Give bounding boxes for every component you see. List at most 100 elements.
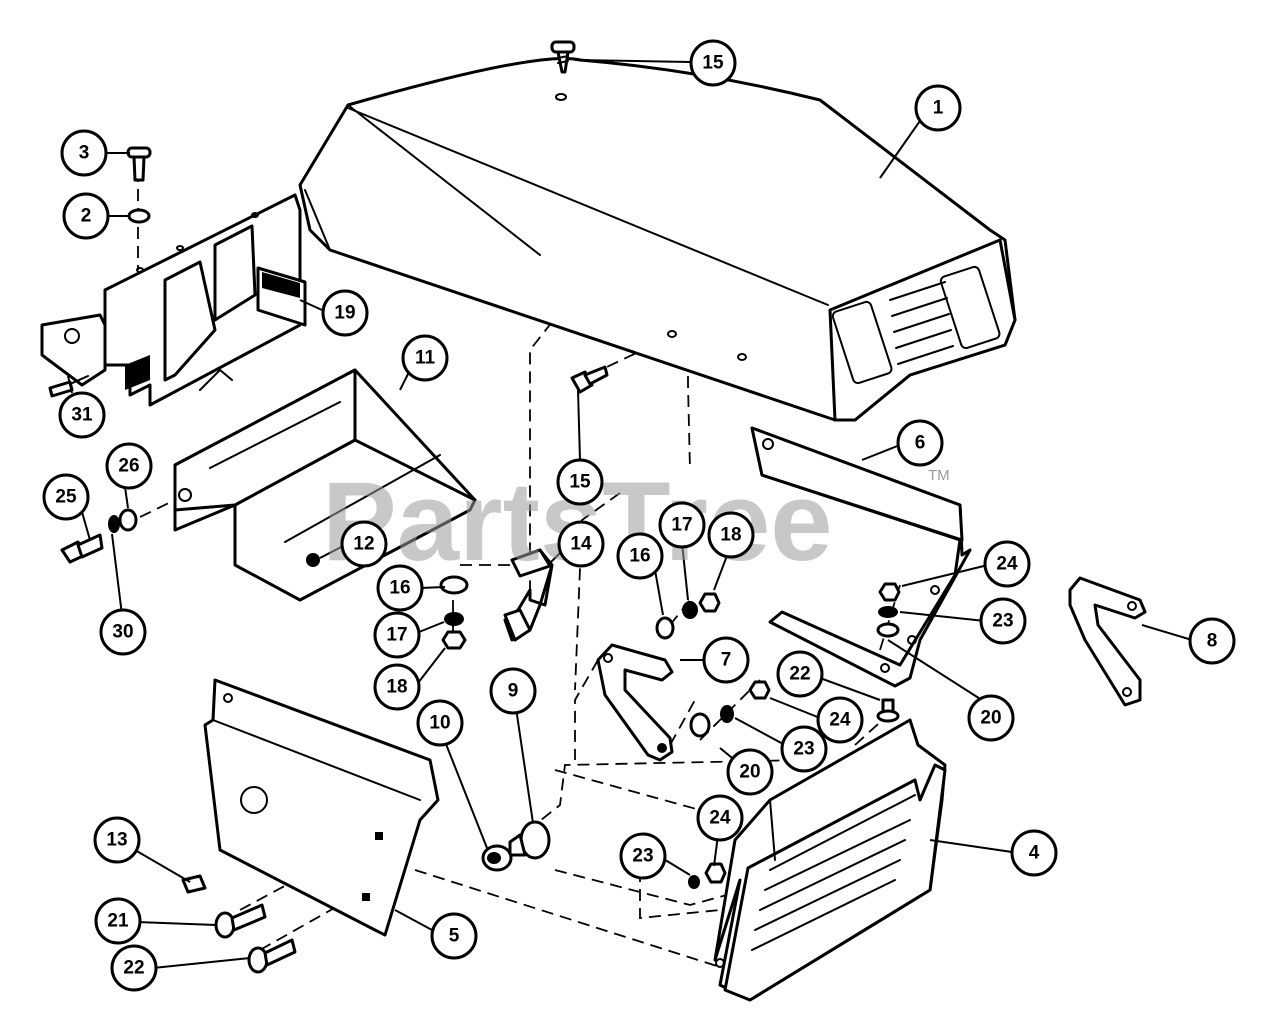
callout-20-mid: 20 (726, 748, 774, 796)
callout-2: 2 (62, 192, 110, 240)
callout-30: 30 (99, 608, 147, 656)
callout-9: 9 (489, 667, 537, 715)
callout-12: 12 (340, 520, 388, 568)
svg-text:26: 26 (118, 456, 139, 477)
svg-text:4: 4 (1029, 843, 1040, 864)
svg-text:11: 11 (415, 348, 436, 369)
svg-text:12: 12 (353, 534, 374, 555)
lock-washer-30 (108, 515, 120, 533)
callout-14: 14 (557, 520, 605, 568)
svg-text:17: 17 (386, 625, 407, 646)
callout-6: 6 (896, 419, 944, 467)
watermark-tm: TM (928, 467, 950, 484)
lock-washer-17-right (682, 601, 698, 619)
callout-22-lower: 22 (110, 944, 158, 992)
svg-text:20: 20 (739, 762, 760, 783)
callout-24-upper: 24 (983, 540, 1031, 588)
callout-24-lower: 24 (696, 794, 744, 842)
callout-15-lower: 15 (556, 458, 604, 506)
callout-25: 25 (42, 473, 90, 521)
left-bracket-assembly (40, 193, 307, 407)
lock-washer-23 (720, 705, 734, 723)
svg-text:23: 23 (992, 611, 1013, 632)
washer-2 (127, 208, 151, 224)
svg-text:24: 24 (996, 554, 1018, 575)
callout-23-lower: 23 (619, 832, 667, 880)
svg-text:3: 3 (79, 143, 90, 164)
callout-21: 21 (94, 897, 142, 945)
bracket-14 (503, 548, 554, 642)
washer-20 (689, 712, 711, 738)
callout-20-right: 20 (967, 694, 1015, 742)
svg-text:10: 10 (429, 713, 450, 734)
screw-15-top (550, 40, 576, 74)
screw-3 (126, 146, 152, 182)
callout-24-mid: 24 (816, 696, 864, 744)
callout-15-top: 15 (689, 39, 737, 87)
nut-24 (748, 680, 771, 700)
svg-text:16: 16 (389, 578, 410, 599)
svg-text:20: 20 (980, 708, 1001, 729)
svg-text:17: 17 (671, 515, 692, 536)
svg-text:23: 23 (632, 846, 653, 867)
callout-16-right: 16 (616, 532, 664, 580)
washer-16-right (655, 616, 675, 640)
svg-text:15: 15 (702, 53, 724, 74)
svg-text:15: 15 (569, 472, 591, 493)
callout-18-left: 18 (373, 663, 421, 711)
svg-text:21: 21 (107, 911, 129, 932)
side-panel-5 (203, 678, 440, 937)
callout-5: 5 (430, 912, 478, 960)
bolt-25 (60, 533, 104, 564)
svg-text:22: 22 (123, 958, 144, 979)
callout-16-left: 16 (376, 564, 424, 612)
washer-16 (439, 575, 469, 595)
svg-text:9: 9 (508, 681, 519, 702)
svg-text:14: 14 (570, 534, 592, 555)
svg-text:8: 8 (1207, 631, 1218, 652)
callout-31: 31 (58, 391, 106, 439)
svg-text:18: 18 (386, 677, 407, 698)
svg-text:18: 18 (720, 525, 741, 546)
callout-17-right: 17 (658, 501, 706, 549)
svg-text:1: 1 (933, 98, 944, 119)
svg-text:23: 23 (793, 739, 814, 760)
clip-13 (181, 874, 207, 894)
svg-text:16: 16 (629, 546, 650, 567)
nut-18-right (698, 592, 721, 613)
bracket-8 (1068, 576, 1147, 707)
lock-washer-17 (444, 612, 464, 626)
svg-text:6: 6 (915, 433, 926, 454)
bushing-9 (508, 820, 551, 860)
callout-8: 8 (1188, 617, 1236, 665)
washer-26 (118, 508, 138, 532)
bolt-22-left (247, 938, 297, 974)
svg-text:5: 5 (449, 926, 460, 947)
callout-7: 7 (702, 636, 750, 684)
callout-3: 3 (60, 129, 108, 177)
svg-text:24: 24 (829, 710, 851, 731)
lock-washer-23-bottom (688, 875, 700, 889)
grille-4 (713, 718, 947, 1002)
svg-text:13: 13 (106, 830, 127, 851)
callout-26: 26 (105, 442, 153, 490)
lock-washer-23-right (878, 606, 898, 618)
screw-15-lower (570, 365, 609, 394)
svg-text:19: 19 (334, 303, 355, 324)
nut-24-right (878, 582, 901, 602)
callout-19: 19 (321, 289, 369, 337)
svg-text:31: 31 (71, 405, 93, 426)
svg-text:30: 30 (112, 622, 133, 643)
grommet-10 (481, 844, 513, 872)
nut-24-bottom (704, 862, 727, 884)
callout-23-mid: 23 (780, 725, 828, 773)
callout-11: 11 (401, 334, 449, 382)
bracket-6 (750, 426, 972, 688)
bolt-21 (214, 903, 267, 939)
callout-22-mid: 22 (776, 650, 824, 698)
callout-4: 4 (1010, 829, 1058, 877)
callout-10: 10 (416, 699, 464, 747)
leader-lines (67, 59, 1193, 969)
callout-18-right: 18 (707, 511, 755, 559)
